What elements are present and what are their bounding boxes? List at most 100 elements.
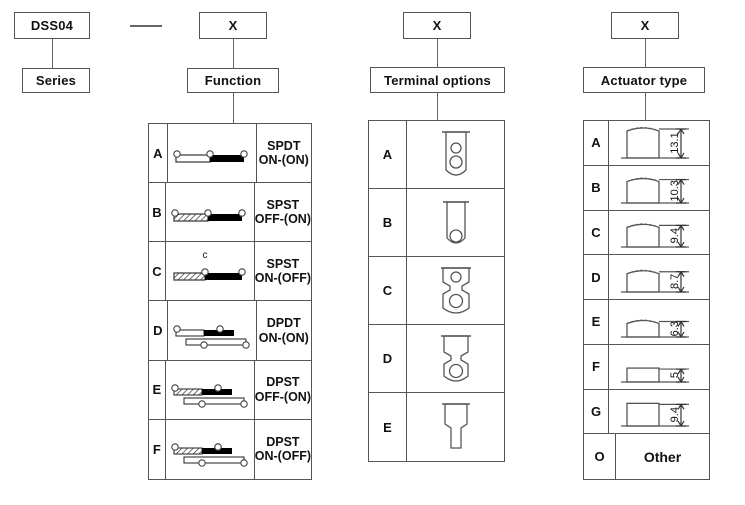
actuator-row-key: E: [584, 300, 609, 344]
actuator-symbol-actuator-round-top: 8.7: [609, 255, 709, 299]
terminal-label-box: Terminal options: [370, 67, 505, 93]
function-connector-line-bottom: [233, 93, 234, 123]
actuator-symbol-actuator-round-top: 6.3: [609, 300, 709, 344]
function-symbol-dpdt-on-on: [168, 301, 256, 359]
function-state-line: ON-(ON): [258, 330, 309, 345]
function-code-box: X: [199, 12, 267, 39]
actuator-row-key: O: [584, 434, 616, 479]
function-options-table: A SPDT ON-(ON) B SPST OFF-(ON) C c SPST …: [148, 123, 312, 480]
svg-text:c: c: [202, 250, 207, 261]
terminal-code-text: X: [432, 18, 442, 33]
terminal-label-text: Terminal options: [384, 72, 491, 88]
series-code-text: DSS04: [30, 18, 74, 33]
function-row-description: DPST ON-(OFF): [253, 419, 311, 479]
function-label-text: Function: [204, 73, 262, 88]
function-connector-line-top: [233, 39, 234, 68]
terminal-row-b[interactable]: B: [369, 189, 504, 257]
terminal-symbol-terminal-notched-two-holes: [407, 257, 504, 324]
function-row-c[interactable]: C c SPST ON-(OFF): [149, 242, 311, 302]
function-symbol-spdt-on-on: [168, 124, 256, 182]
terminal-row-key: B: [369, 189, 407, 256]
actuator-row-key: F: [584, 344, 609, 389]
actuator-label-box: Actuator type: [583, 67, 705, 93]
svg-text:8.7: 8.7: [669, 274, 681, 289]
actuator-type-table: A 13.1 B 10.3 C: [583, 120, 710, 480]
function-symbol-dpst-off-on: [166, 361, 254, 419]
terminal-row-c[interactable]: C: [369, 257, 504, 325]
actuator-row-key: A: [584, 121, 609, 165]
function-row-description: SPDT ON-(ON): [255, 124, 311, 183]
terminal-symbol-terminal-notched-one-hole: [407, 325, 504, 392]
terminal-row-a[interactable]: A: [369, 121, 504, 189]
actuator-row-c[interactable]: C 9.4: [584, 210, 709, 256]
actuator-connector-line-top: [645, 39, 646, 68]
function-row-key: F: [149, 419, 166, 479]
terminal-row-d[interactable]: D: [369, 325, 504, 393]
function-row-key: C: [149, 242, 166, 301]
series-code-box: DSS04: [14, 12, 90, 39]
function-symbol-spst-off-on: [166, 183, 254, 241]
terminal-row-key: A: [369, 121, 407, 188]
actuator-symbol-actuator-flat-top: 5: [609, 345, 709, 389]
actuator-symbol-actuator-round-top: 13.1: [609, 121, 709, 165]
actuator-other-label: Other: [643, 448, 682, 465]
terminal-row-key: D: [369, 325, 407, 392]
function-state-line: OFF-(ON): [254, 389, 311, 404]
function-type-line: SPST: [266, 197, 300, 212]
function-type-line: DPST: [266, 434, 300, 449]
function-state-line: ON-(ON): [258, 153, 309, 168]
function-row-e[interactable]: E DPST OFF-(ON): [149, 360, 311, 420]
function-symbol-dpst-on-off: [166, 420, 254, 479]
function-row-description: DPST OFF-(ON): [253, 360, 311, 419]
svg-text:10.3: 10.3: [669, 180, 681, 201]
svg-text:9.4: 9.4: [669, 228, 681, 243]
function-row-key: E: [149, 360, 166, 419]
actuator-row-b[interactable]: B 10.3: [584, 165, 709, 211]
function-code-text: X: [228, 18, 238, 33]
actuator-row-a[interactable]: A 13.1: [584, 121, 709, 166]
function-row-b[interactable]: B SPST OFF-(ON): [149, 183, 311, 243]
function-row-f[interactable]: F DPST ON-(OFF): [149, 419, 311, 479]
svg-text:9.4: 9.4: [669, 407, 681, 422]
actuator-row-o[interactable]: O Other: [584, 434, 709, 479]
terminal-symbol-terminal-tab-one-hole: [407, 189, 504, 256]
function-state-line: ON-(OFF): [254, 271, 311, 286]
function-row-key: B: [149, 183, 166, 242]
actuator-row-key: C: [584, 210, 609, 255]
function-symbol-spst-on-off: c: [166, 242, 254, 300]
series-label-text: Series: [35, 73, 77, 88]
terminal-row-e[interactable]: E: [369, 393, 504, 461]
function-row-d[interactable]: D DPDT ON-(ON): [149, 301, 311, 361]
function-row-key: A: [149, 124, 168, 183]
terminal-row-key: C: [369, 257, 407, 324]
function-row-key: D: [149, 301, 168, 360]
function-type-line: SPDT: [267, 138, 301, 153]
terminal-symbol-terminal-tab-two-holes: [407, 121, 504, 188]
actuator-row-key: B: [584, 165, 609, 210]
svg-text:6.3: 6.3: [669, 321, 681, 336]
function-row-description: SPST ON-(OFF): [253, 242, 311, 301]
function-row-description: SPST OFF-(ON): [253, 183, 311, 242]
terminal-options-table: A B C D E: [368, 120, 505, 462]
actuator-symbol-actuator-flat-top: 9.4: [609, 390, 709, 434]
actuator-row-e[interactable]: E 6.3: [584, 300, 709, 345]
function-label-box: Function: [187, 68, 279, 93]
svg-text:5: 5: [669, 372, 681, 378]
actuator-symbol-actuator-round-top: 10.3: [609, 166, 709, 210]
actuator-row-d[interactable]: D 8.7: [584, 255, 709, 300]
terminal-symbol-terminal-solid-pin: [407, 393, 504, 461]
terminal-connector-line-top: [437, 39, 438, 68]
actuator-row-key: D: [584, 255, 609, 299]
function-state-line: OFF-(ON): [254, 212, 311, 227]
separator-dash: [130, 25, 162, 27]
function-row-a[interactable]: A SPDT ON-(ON): [149, 124, 311, 184]
actuator-code-box: X: [611, 12, 679, 39]
actuator-row-g[interactable]: G 9.4: [584, 389, 709, 435]
actuator-code-text: X: [640, 18, 650, 33]
function-row-description: DPDT ON-(ON): [255, 301, 311, 360]
function-state-line: ON-(OFF): [254, 449, 311, 464]
actuator-row-f[interactable]: F 5: [584, 344, 709, 390]
series-connector-line: [52, 39, 53, 68]
terminal-connector-line-bottom: [437, 93, 438, 120]
actuator-symbol-actuator-round-top: 9.4: [609, 211, 709, 255]
